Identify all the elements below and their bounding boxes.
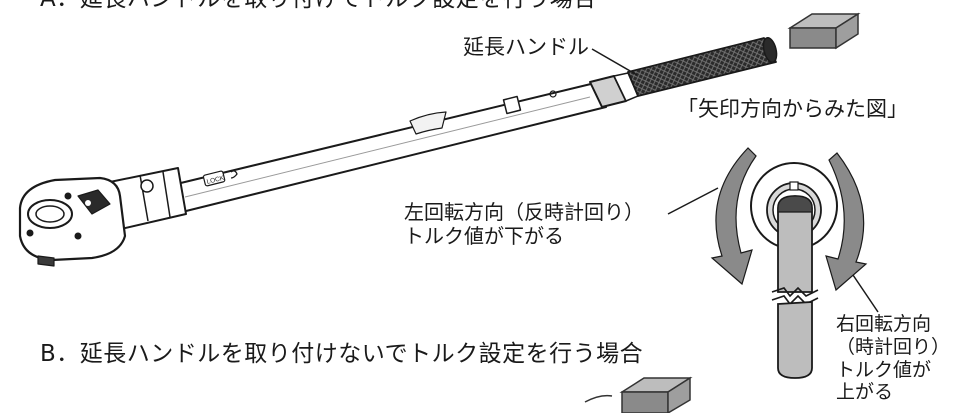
- ccw-rotation-arrow-icon: [710, 147, 757, 286]
- cw-leader: [852, 274, 879, 313]
- direction-arrow-icon-b: [584, 376, 693, 413]
- arrow-view-label: 「矢印方向からみた図」: [677, 97, 908, 121]
- lock-stamp-text: LOCK: [206, 175, 226, 186]
- torque-wrench: LOCK: [18, 37, 778, 267]
- section-a-title: A．延長ハンドルを取り付けてトルク設定を行う場合: [40, 0, 597, 13]
- direction-arrow-icon-a: [787, 12, 861, 50]
- ccw-direction-label: 左回転方向（反時計回り） トルク値が下がる: [404, 200, 644, 248]
- extension-handle: [627, 37, 778, 97]
- extension-handle-label: 延長ハンドル: [463, 35, 589, 59]
- cw-rotation-arrow-icon: [825, 152, 868, 292]
- section-b-title: B．延長ハンドルを取り付けないでトルク設定を行う場合: [40, 341, 644, 367]
- end-view: [710, 147, 868, 379]
- extension-handle-leader: [591, 48, 638, 76]
- ccw-leader: [667, 187, 719, 215]
- cw-direction-label: 右回転方向 （時計回り） トルク値が 上がる: [836, 313, 951, 404]
